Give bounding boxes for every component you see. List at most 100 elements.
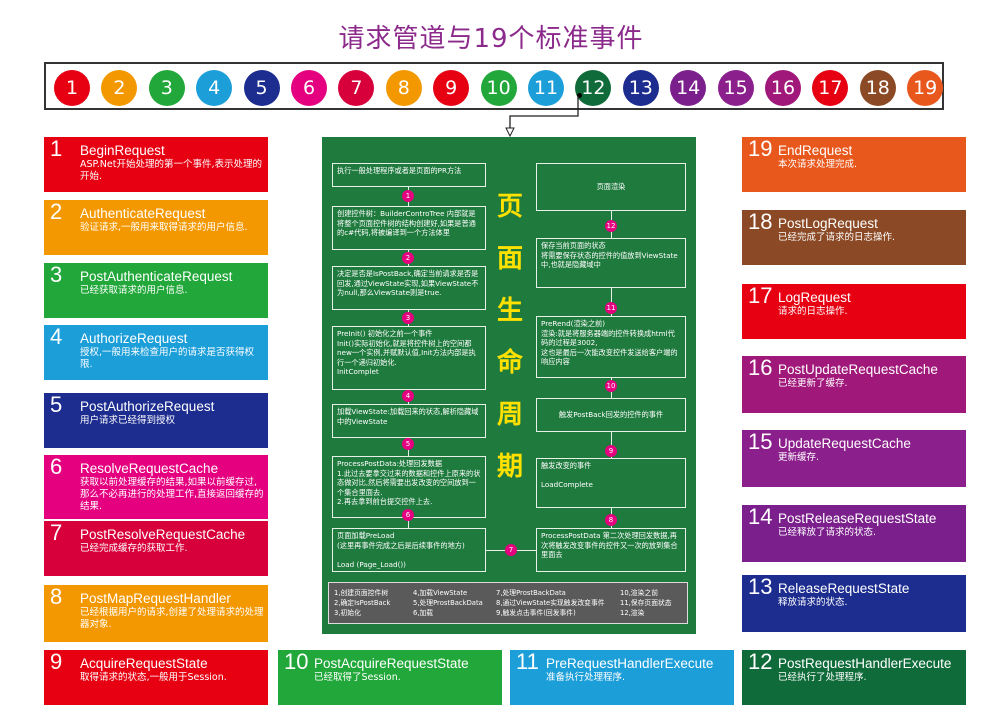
lifecycle-step-right-1: 页面渲染	[536, 163, 686, 211]
step-marker-9: 9	[605, 445, 617, 457]
lifecycle-step-left-4: PreInit() 初始化之前一个事件 Init()实际初始化,就是将控件树上的…	[332, 326, 486, 390]
step-marker-5: 5	[402, 438, 414, 450]
event-circle-12[interactable]: 12	[575, 70, 612, 106]
event-card-name: EndRequest	[778, 143, 853, 158]
event-card-desc: 获取以前处理缓存的结果,如果以前缓存过,那么不必再进行的处理工作,直接返回缓存的…	[80, 477, 264, 512]
event-card-number: 9	[50, 649, 63, 674]
legend-item: 3,初始化	[334, 609, 361, 617]
event-card-name: AcquireRequestState	[80, 656, 208, 671]
event-circle-7[interactable]: 7	[338, 70, 375, 106]
event-circle-9[interactable]: 9	[433, 70, 470, 106]
event-card-desc: 已经执行了处理程序.	[778, 672, 867, 683]
event-card-desc: ASP.Net开始处理的第一个事件,表示处理的开始.	[80, 159, 262, 182]
event-card-desc: 请求的日志操作.	[778, 306, 848, 317]
step-marker-7: 7	[505, 544, 517, 556]
event-card-number: 2	[50, 199, 63, 224]
event-circle-18[interactable]: 18	[859, 70, 896, 106]
event-circle-10[interactable]: 10	[480, 70, 517, 106]
event-circle-3[interactable]: 3	[148, 70, 185, 106]
event-card-number: 8	[50, 584, 63, 609]
lifecycle-title-char: 期	[496, 452, 523, 482]
legend-item: 5,处理ProstBackData	[413, 599, 483, 607]
event-card-desc: 本次请求处理完成.	[778, 159, 858, 170]
event-card-desc: 取得请求的状态,一般用于Session.	[80, 672, 227, 683]
lifecycle-step-right-6: ProcessPostData 第二次处理回发数据,再次将触发改变事件的控件又一…	[536, 528, 686, 572]
lifecycle-title-char: 周	[496, 400, 523, 430]
lifecycle-step-left-5: 加载ViewState:加载回来的状态,解析隐藏域中的ViewState	[332, 404, 486, 438]
event-circle-14[interactable]: 14	[670, 70, 707, 106]
event-card-number: 10	[284, 649, 309, 674]
event-card-number: 16	[748, 355, 773, 380]
event-circle-6[interactable]: 6	[291, 70, 327, 106]
event-circle-8[interactable]: 8	[385, 70, 422, 106]
event-circle-2[interactable]: 2	[101, 70, 138, 106]
event-card-number: 15	[748, 429, 773, 454]
event-card-number: 6	[50, 454, 63, 479]
lifecycle-step-right-5: 触发改变的事件 LoadComplete	[536, 458, 686, 508]
event-card-desc: 已经释放了请求的状态.	[778, 527, 877, 538]
event-card-desc: 已经获取请求的用户信息.	[80, 285, 188, 296]
legend-item: 10,渲染之前	[620, 589, 658, 597]
event-card-desc: 已经取得了Session.	[314, 672, 401, 683]
event-card-name: AuthorizeRequest	[80, 331, 188, 346]
lifecycle-title-char: 面	[496, 244, 523, 274]
event-card-name: PostAuthorizeRequest	[80, 399, 215, 414]
event-card-number: 7	[50, 520, 63, 545]
event-card-name: ResolveRequestCache	[80, 461, 219, 476]
step-marker-1: 1	[402, 190, 414, 202]
event-card-name: PostAuthenticateRequest	[80, 269, 233, 284]
event-circle-17[interactable]: 17	[812, 70, 849, 106]
event-card-desc: 已经根据用户的请求,创建了处理请求的处理器对象.	[80, 607, 264, 630]
event-card-name: PostUpdateRequestCache	[778, 362, 938, 377]
legend-item: 11,保存页面状态	[620, 599, 672, 607]
event-card-number: 5	[50, 392, 63, 417]
lifecycle-step-left-3: 决定是否是IsPostBack,确定当前请求是否是回发,通过ViewState实…	[332, 266, 486, 310]
event-card-name: BeginRequest	[80, 143, 165, 158]
event-circle-4[interactable]: 4	[196, 70, 233, 106]
step-marker-11: 11	[605, 302, 617, 314]
event-circle-13[interactable]: 13	[622, 70, 659, 106]
event-circle-1[interactable]: 1	[54, 70, 90, 106]
event-card-desc: 已经完成缓存的获取工作.	[80, 543, 188, 554]
event-circle-15[interactable]: 15	[717, 70, 754, 106]
event-card-name: ReleaseRequestState	[778, 581, 910, 596]
lifecycle-title-char: 页	[496, 192, 523, 222]
event-card-name: PostAcquireRequestState	[314, 656, 469, 671]
event-circle-16[interactable]: 16	[765, 70, 801, 106]
event-circle-11[interactable]: 11	[528, 70, 564, 106]
event-card-desc: 准备执行处理程序.	[546, 672, 626, 683]
lifecycle-step-right-3: PreRend(渲染之前) 渲染:就是将服务器端的控件转换成html代码的过程是…	[536, 316, 686, 378]
event-card-name: LogRequest	[778, 290, 851, 305]
legend-item: 9,触发点击事件(回发事件)	[496, 609, 576, 617]
lifecycle-title-char: 命	[496, 348, 523, 378]
event-card-desc: 释放请求的状态.	[778, 597, 848, 608]
event-circle-19[interactable]: 19	[907, 70, 944, 106]
legend-item: 6,加载	[413, 609, 434, 617]
lifecycle-step-left-1: 执行一般处理程序或者是页面的PR方法	[332, 163, 486, 187]
event-card-desc: 更新缓存.	[778, 452, 820, 463]
event-card-desc: 授权,一般用来检查用户的请求是否获得权限.	[80, 347, 255, 370]
event-card-name: UpdateRequestCache	[778, 436, 911, 451]
event-circle-5[interactable]: 5	[243, 70, 280, 106]
event-card-name: PostRequestHandlerExecute	[778, 656, 952, 671]
